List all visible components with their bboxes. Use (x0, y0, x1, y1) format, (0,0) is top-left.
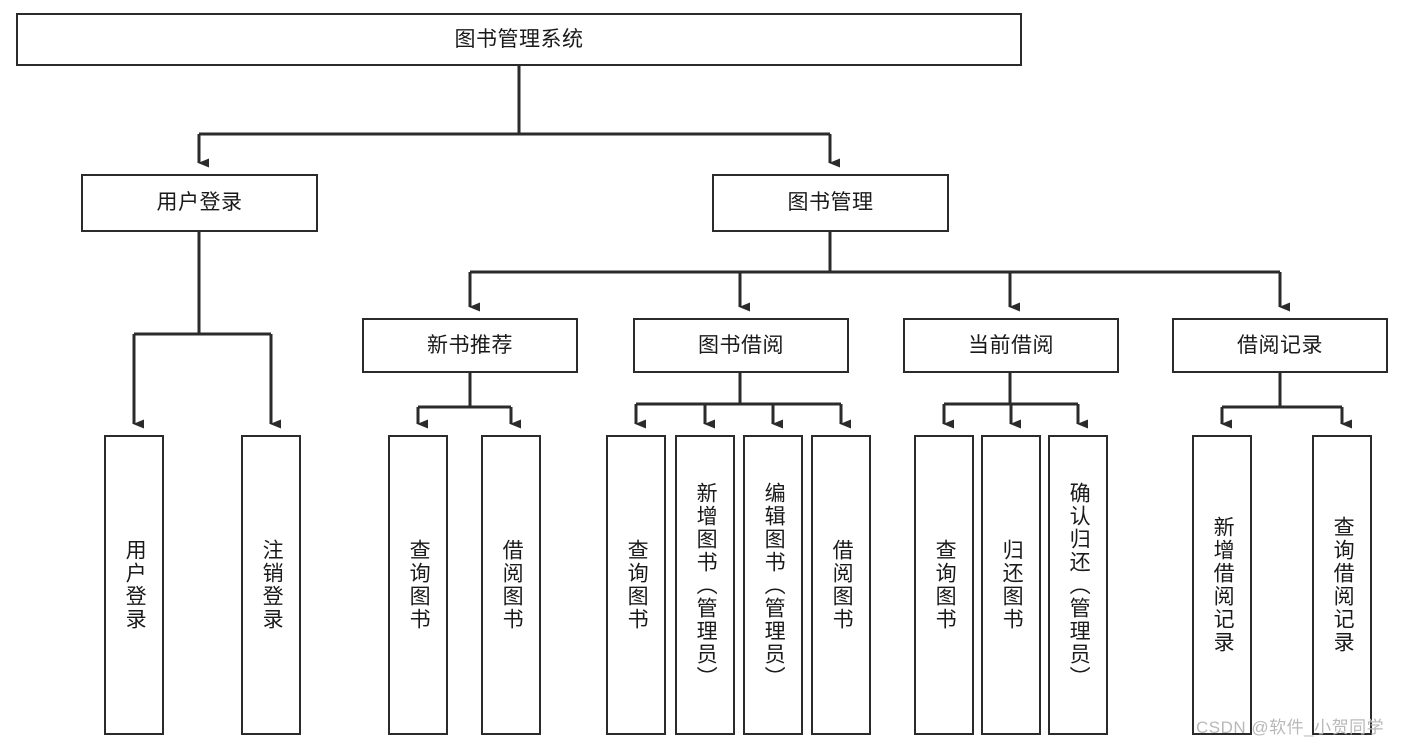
node-leaf-add-book-admin[interactable]: 新增图书（管理员） (675, 435, 735, 735)
node-leaf-query-book-1-label: 查询图书 (407, 539, 431, 631)
node-leaf-user-login[interactable]: 用户登录 (104, 435, 164, 735)
node-leaf-query-book-2-label: 查询图书 (625, 539, 649, 631)
node-user-login[interactable]: 用户登录 (81, 174, 318, 232)
node-leaf-query-borrow-record-label: 查询借阅记录 (1331, 516, 1355, 654)
node-leaf-borrow-book-1[interactable]: 借阅图书 (481, 435, 541, 735)
node-leaf-confirm-return-admin-label: 确认归还（管理员） (1067, 481, 1091, 689)
node-new-book-recommend-label: 新书推荐 (427, 333, 513, 357)
node-leaf-query-book-2[interactable]: 查询图书 (606, 435, 666, 735)
node-leaf-edit-book-admin[interactable]: 编辑图书（管理员） (743, 435, 803, 735)
node-borrow-record[interactable]: 借阅记录 (1172, 318, 1388, 373)
node-root[interactable]: 图书管理系统 (16, 13, 1022, 66)
node-root-label: 图书管理系统 (454, 27, 584, 51)
node-book-manage-label: 图书管理 (787, 191, 874, 215)
node-leaf-borrow-book-2[interactable]: 借阅图书 (811, 435, 871, 735)
node-leaf-user-logout[interactable]: 注销登录 (241, 435, 301, 735)
node-leaf-add-book-admin-label: 新增图书（管理员） (694, 481, 718, 689)
node-leaf-add-borrow-record-label: 新增借阅记录 (1211, 516, 1235, 654)
node-book-borrow[interactable]: 图书借阅 (633, 318, 849, 373)
node-new-book-recommend[interactable]: 新书推荐 (362, 318, 578, 373)
node-leaf-return-book-label: 归还图书 (1000, 539, 1024, 631)
node-book-manage[interactable]: 图书管理 (712, 174, 949, 232)
node-leaf-confirm-return-admin[interactable]: 确认归还（管理员） (1048, 435, 1108, 735)
node-user-login-label: 用户登录 (156, 191, 243, 215)
node-leaf-borrow-book-2-label: 借阅图书 (830, 539, 854, 631)
node-book-borrow-label: 图书借阅 (698, 333, 784, 357)
node-leaf-query-book-3[interactable]: 查询图书 (914, 435, 974, 735)
csdn-watermark: CSDN @软件_小贺同学 (1196, 718, 1385, 737)
node-borrow-record-label: 借阅记录 (1237, 333, 1323, 357)
node-leaf-add-borrow-record[interactable]: 新增借阅记录 (1192, 435, 1252, 735)
node-leaf-user-logout-label: 注销登录 (260, 539, 284, 631)
node-leaf-query-borrow-record[interactable]: 查询借阅记录 (1312, 435, 1372, 735)
node-leaf-edit-book-admin-label: 编辑图书（管理员） (762, 481, 786, 689)
node-leaf-query-book-3-label: 查询图书 (933, 539, 957, 631)
node-leaf-user-login-label: 用户登录 (123, 539, 147, 631)
node-leaf-return-book[interactable]: 归还图书 (981, 435, 1041, 735)
node-current-borrow[interactable]: 当前借阅 (903, 318, 1119, 373)
node-leaf-query-book-1[interactable]: 查询图书 (388, 435, 448, 735)
node-leaf-borrow-book-1-label: 借阅图书 (500, 539, 524, 631)
node-current-borrow-label: 当前借阅 (968, 333, 1054, 357)
